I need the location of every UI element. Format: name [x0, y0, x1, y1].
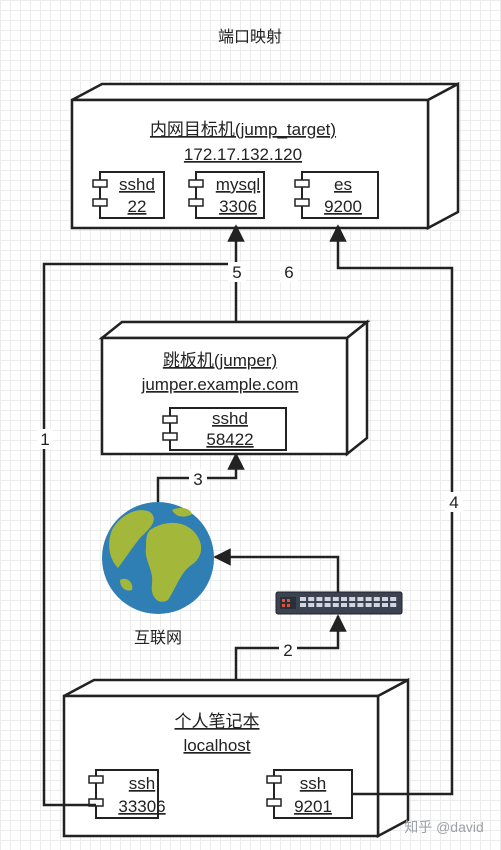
switch-port — [390, 603, 397, 607]
edge-label-4: 4 — [449, 493, 458, 512]
switch-port — [341, 603, 347, 607]
laptop-component-ssh-9201[interactable]: ssh 9201 — [266, 769, 353, 819]
edge-label-3: 3 — [193, 470, 202, 489]
laptop-component-ssh-33306[interactable]: ssh 33306 — [88, 769, 166, 819]
jumper-host: jumper.example.com — [141, 375, 299, 394]
edge-1 — [42, 224, 245, 807]
target-ip: 172.17.132.120 — [184, 145, 302, 164]
switch-port — [382, 603, 388, 607]
component-icon — [188, 198, 204, 207]
switch-port — [300, 603, 306, 607]
switch-port — [373, 603, 380, 607]
component-name: es — [334, 175, 352, 194]
edge-label-2: 2 — [283, 641, 292, 660]
edge-label-5: 5 — [232, 263, 241, 282]
jumper-component-sshd[interactable]: sshd 58422 — [162, 407, 287, 451]
component-icon — [92, 198, 108, 207]
edge-label-1: 1 — [40, 430, 49, 449]
component-name: ssh — [129, 774, 155, 793]
switch-port — [365, 597, 372, 601]
component-name: sshd — [119, 175, 155, 194]
target-component-mysql[interactable]: mysql 3306 — [188, 171, 265, 219]
component-port: 3306 — [219, 197, 257, 216]
component-port: 9200 — [324, 197, 362, 216]
switch-port — [357, 597, 364, 601]
switch-port — [373, 597, 380, 601]
component-name: ssh — [300, 774, 326, 793]
component-name: mysql — [216, 175, 260, 194]
switch-port — [308, 597, 315, 601]
component-port: 58422 — [206, 430, 253, 449]
diagram-title: 端口映射 — [218, 28, 282, 46]
switch-port — [308, 603, 315, 607]
component-icon — [162, 415, 178, 424]
switch-port — [349, 603, 356, 607]
switch-port — [324, 603, 331, 607]
switch-port — [316, 597, 323, 601]
switch-port — [316, 603, 323, 607]
internet-label: 互联网 — [134, 629, 182, 647]
globe-icon — [102, 502, 214, 614]
target-name: 内网目标机(jump_target) — [150, 120, 336, 139]
switch-port — [341, 597, 347, 601]
switch-port — [390, 597, 397, 601]
component-port: 9201 — [294, 797, 332, 816]
component-icon — [88, 775, 104, 784]
component-name: sshd — [212, 409, 248, 428]
jumper-name: 跳板机(jumper) — [163, 351, 277, 370]
switch-port — [324, 597, 331, 601]
switch-port — [332, 603, 339, 607]
component-icon — [266, 775, 282, 784]
switch-port — [357, 603, 364, 607]
edge-label-6: 6 — [284, 263, 293, 282]
target-component-sshd[interactable]: sshd 22 — [92, 171, 165, 219]
switch-port — [365, 603, 372, 607]
component-port: 22 — [128, 197, 147, 216]
edge-switch-internet — [213, 548, 340, 592]
component-icon — [294, 179, 310, 188]
switch-port — [300, 597, 306, 601]
watermark: 知乎 @david — [404, 819, 484, 835]
switch-port — [332, 597, 339, 601]
component-icon — [92, 179, 108, 188]
component-icon — [266, 798, 282, 807]
switch-port — [349, 597, 356, 601]
network-switch-icon — [275, 591, 403, 615]
edge-4 — [329, 224, 454, 796]
target-component-es[interactable]: es 9200 — [294, 171, 379, 219]
edges — [42, 224, 454, 807]
laptop-host: localhost — [183, 736, 250, 755]
component-icon — [188, 179, 204, 188]
component-icon — [294, 198, 310, 207]
switch-port — [382, 597, 388, 601]
component-icon — [162, 432, 178, 441]
edge-labels: 1 2 3 4 5 6 — [37, 262, 463, 660]
component-port: 33306 — [118, 797, 165, 816]
laptop-name: 个人笔记本 — [175, 712, 260, 731]
